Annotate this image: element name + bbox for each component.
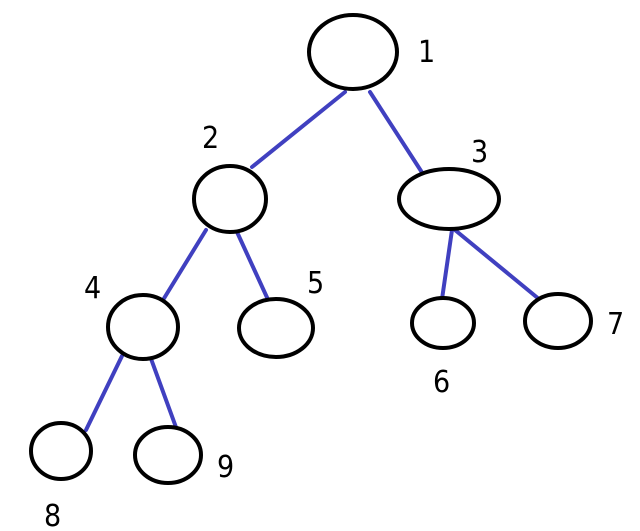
edge-4-9: [148, 354, 179, 432]
tree-node-6: [410, 296, 476, 350]
node-label-6: 6: [433, 365, 450, 400]
node-label-1: 1: [418, 35, 435, 70]
edge-1-2: [250, 90, 347, 169]
node-label-4: 4: [84, 271, 101, 306]
tree-node-9: [133, 425, 203, 485]
edge-3-7: [453, 228, 547, 306]
node-label-2: 2: [202, 121, 219, 156]
node-label-7: 7: [607, 307, 624, 342]
tree-node-5: [237, 297, 315, 359]
tree-node-7: [523, 292, 593, 350]
tree-node-2: [192, 164, 268, 234]
edge-2-5: [235, 230, 272, 306]
node-label-8: 8: [44, 499, 61, 531]
edge-4-8: [84, 354, 124, 432]
edge-2-4: [161, 228, 208, 302]
tree-node-8: [29, 421, 93, 481]
edge-1-3: [368, 90, 425, 176]
node-label-5: 5: [307, 266, 324, 301]
edge-3-6: [439, 228, 454, 308]
tree-node-1: [307, 13, 399, 91]
node-label-9: 9: [217, 450, 234, 485]
node-label-3: 3: [471, 135, 488, 170]
tree-node-4: [106, 293, 180, 361]
tree-node-3: [397, 167, 501, 231]
